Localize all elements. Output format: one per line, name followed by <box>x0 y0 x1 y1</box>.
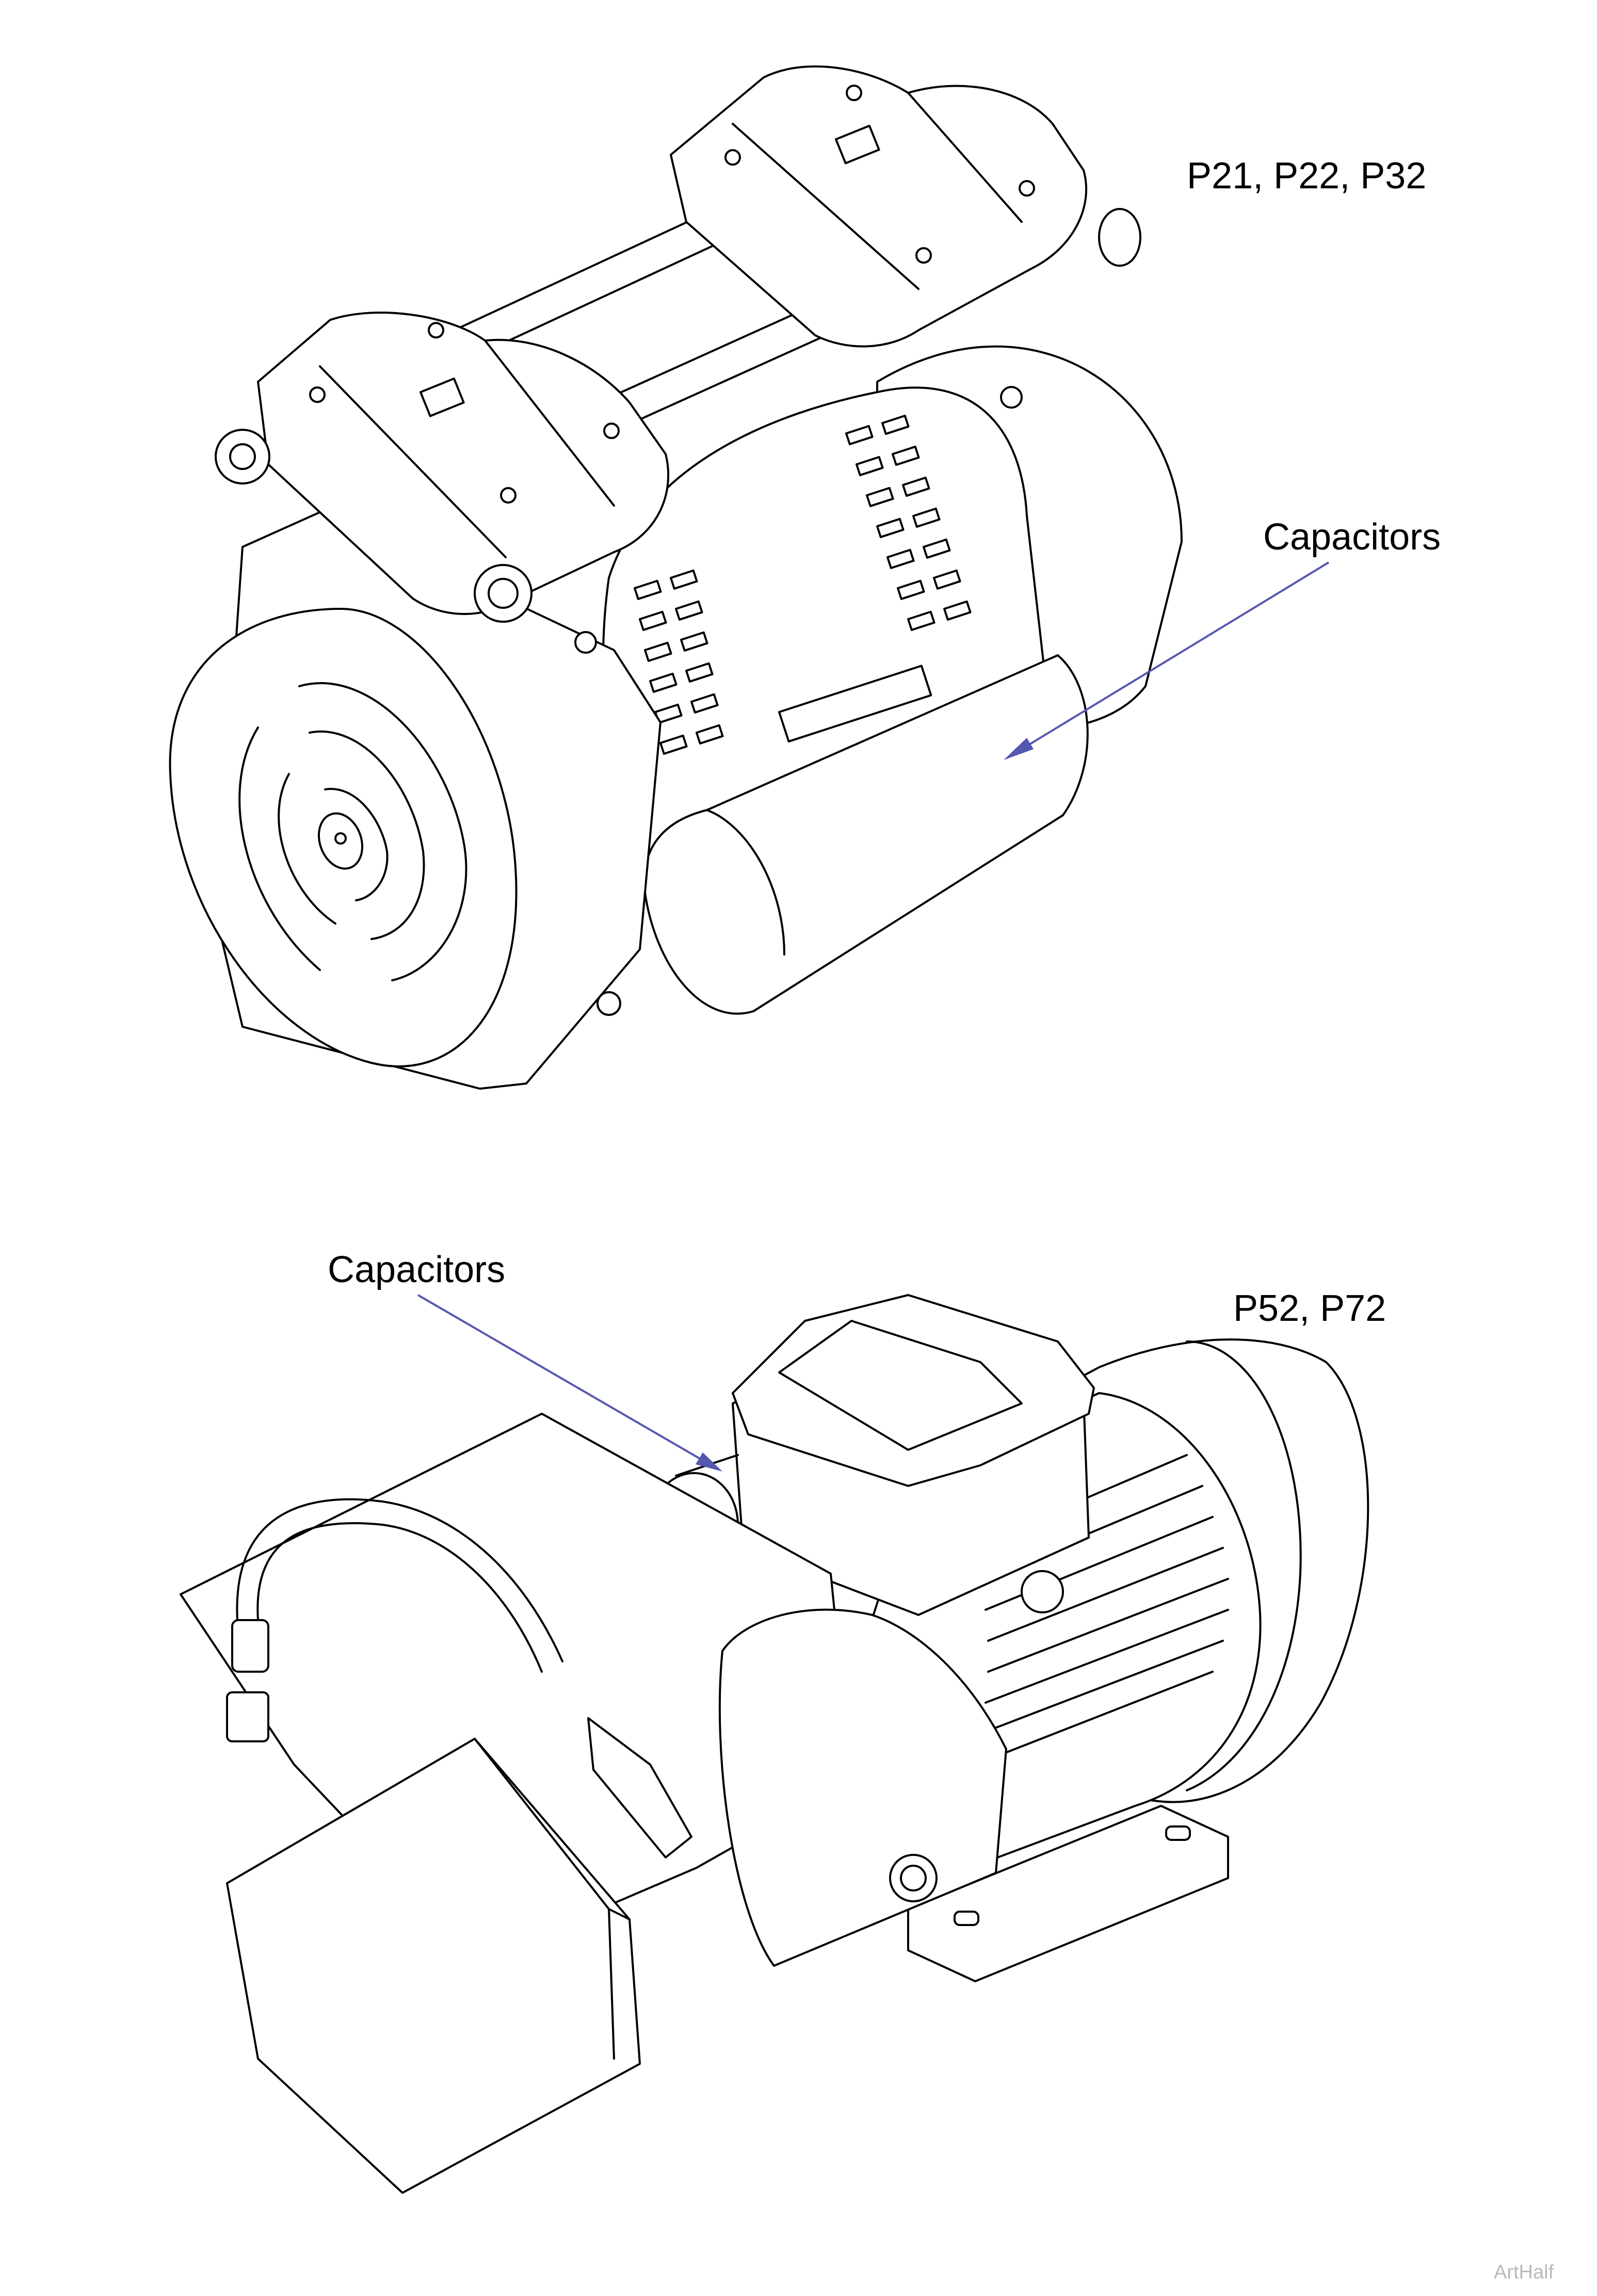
top-capacitor-leader <box>1004 561 1330 760</box>
bottom-capacitor-leader <box>417 1294 722 1472</box>
top-fan-grille <box>238 682 467 981</box>
top-rear-pump-head <box>670 65 1088 348</box>
bottom-pump-drawing <box>180 1294 1369 2194</box>
top-capacitor-label-plate <box>778 665 932 743</box>
top-rods <box>453 195 930 434</box>
bottom-hose-fitting <box>231 1619 269 1673</box>
bottom-terminal-lid <box>732 1294 1095 1487</box>
bottom-capacitors-callout: Capacitors <box>328 1249 506 1290</box>
art-half-watermark: ArtHalf <box>1494 2261 1554 2283</box>
bottom-model-label: P52, P72 <box>1233 1288 1386 1329</box>
bottom-hose <box>236 1498 563 1662</box>
top-pump-drawing <box>169 65 1183 1090</box>
top-vent-slots <box>634 414 972 755</box>
top-capacitor-cylinder <box>643 654 1089 1015</box>
top-capacitors-callout: Capacitors <box>1263 516 1441 558</box>
top-model-label: P21, P22, P32 <box>1187 155 1427 197</box>
bottom-motor-feet <box>907 1805 1229 1982</box>
